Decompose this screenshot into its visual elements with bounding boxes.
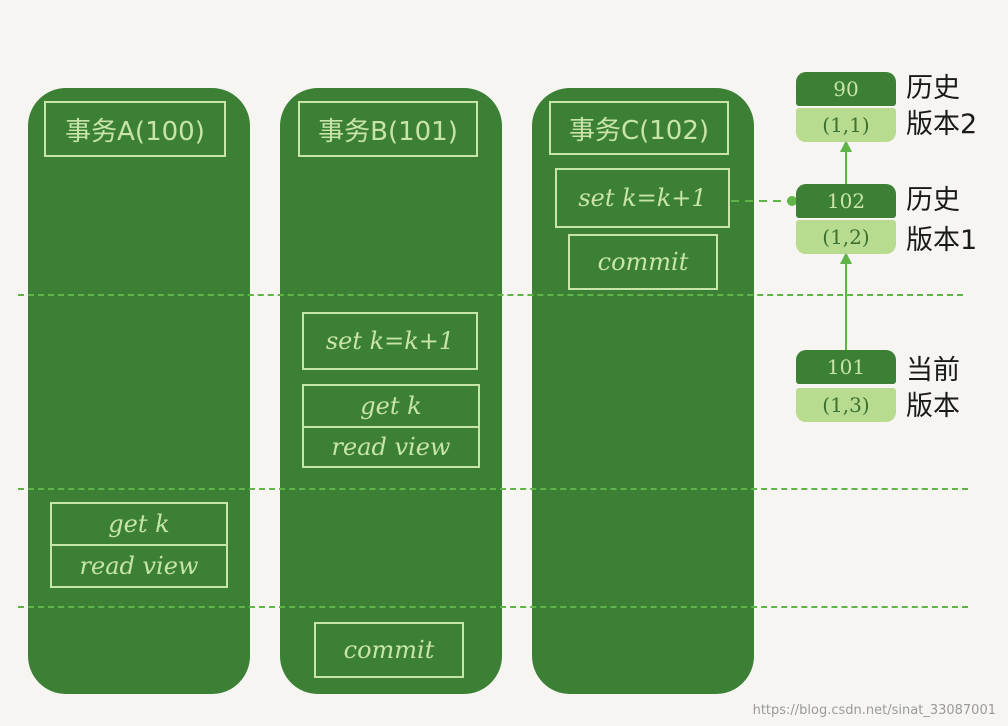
version-3-value: 101 — [796, 350, 896, 384]
transaction-c-header: 事务C(102) — [549, 101, 729, 155]
time-divider-1 — [18, 294, 963, 296]
version-2-value: 102 — [796, 184, 896, 218]
version-2-label-2: 版本1 — [906, 225, 978, 256]
transaction-a-read-view: read view — [50, 546, 228, 588]
transaction-c-set: set k=k+1 — [555, 168, 730, 228]
version-3-label-2: 版本 — [906, 391, 960, 422]
transaction-a-get: get k — [50, 502, 228, 546]
version-3-trx: (1,3) — [796, 388, 896, 422]
transaction-b-set: set k=k+1 — [302, 312, 478, 370]
transaction-b-column — [280, 88, 502, 694]
transaction-a-header: 事务A(100) — [44, 101, 226, 157]
time-divider-3 — [18, 606, 968, 608]
transaction-c-column — [532, 88, 754, 694]
version-1-label-2: 版本2 — [906, 109, 978, 140]
version-1-trx: (1,1) — [796, 108, 896, 142]
version-2-label-1: 历史 — [906, 185, 960, 216]
transaction-b-commit: commit — [314, 622, 464, 678]
version-2-trx: (1,2) — [796, 220, 896, 254]
version-1-label-1: 历史 — [906, 73, 960, 104]
transaction-a-column — [28, 88, 250, 694]
watermark: https://blog.csdn.net/sinat_33087001 — [752, 703, 996, 718]
transaction-b-read-view: read view — [302, 428, 480, 468]
transaction-b-header: 事务B(101) — [298, 101, 478, 157]
version-3-label-1: 当前 — [906, 355, 960, 386]
time-divider-2 — [18, 488, 968, 490]
version-1-value: 90 — [796, 72, 896, 106]
transaction-b-get: get k — [302, 384, 480, 428]
transaction-c-commit: commit — [568, 234, 718, 290]
